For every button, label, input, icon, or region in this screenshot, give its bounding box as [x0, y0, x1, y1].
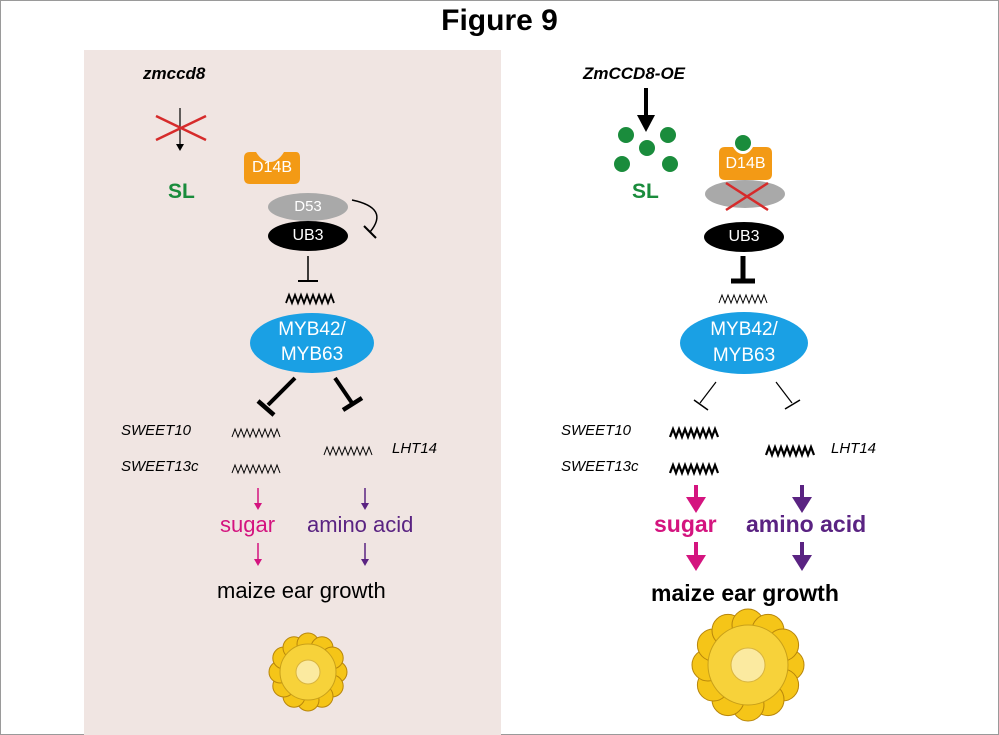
myb42-myb63-node [250, 313, 374, 373]
sweet13c-gene-wave [668, 461, 720, 477]
left-d14b-label: D14B [251, 159, 293, 176]
left-outcome-label: maize ear growth [217, 578, 386, 603]
left-d53-label: D53 [294, 198, 322, 215]
figure-title: Figure 9 [441, 4, 558, 37]
myb-inhibits-sweet [256, 376, 297, 417]
myb-inhibits-lht [775, 381, 801, 410]
myb42-myb63-node [680, 312, 808, 374]
right-ub3-label: UB3 [728, 228, 760, 245]
myb-gene-wave [718, 293, 768, 305]
right-outcome-label: maize ear growth [651, 580, 839, 606]
d14b-receptor [719, 147, 772, 180]
sugar-arrows [686, 485, 706, 571]
ub3-inhibits-myb-gene [731, 256, 755, 284]
lht14-gene-wave [323, 445, 373, 457]
right-sugar-label: sugar [654, 511, 717, 537]
right-sweet13c-label: SWEET13c [561, 458, 639, 475]
d53-degradation-cross [725, 181, 769, 212]
left-sugar-label: sugar [220, 512, 276, 537]
sugar-arrows [254, 488, 262, 566]
right-d14b-label: D14B [725, 155, 766, 172]
myb-inhibits-lht [333, 376, 364, 412]
left-amino-acid-label: amino acid [307, 512, 414, 537]
maize-ear-core [295, 659, 321, 685]
sweet10-gene-wave [231, 427, 281, 439]
sl-synthesis-arrow [637, 88, 655, 132]
right-myb-label-line1: MYB42/ [710, 319, 778, 340]
sweet10-gene-wave [668, 425, 720, 441]
blocked-synthesis-cross [155, 108, 207, 151]
right-amino-acid-label: amino acid [746, 511, 867, 537]
left-sweet10-label: SWEET10 [121, 422, 192, 439]
ub3-inhibits-myb-gene [298, 256, 318, 282]
right-genotype-label: ZmCCD8-OE [583, 64, 686, 83]
ub3-node [704, 222, 784, 252]
right-sl-label: SL [632, 180, 659, 203]
left-lht14-label: LHT14 [392, 440, 438, 457]
ub3-node [268, 221, 348, 251]
amino-arrows [792, 485, 812, 571]
sweet13c-gene-wave [231, 463, 281, 475]
d53-feedback-inhibition [351, 199, 378, 233]
myb-inhibits-sweet [693, 381, 717, 411]
sl-molecules [614, 127, 678, 172]
left-myb-label-line1: MYB42/ [278, 319, 346, 340]
sl-bound-to-d14b [735, 135, 751, 151]
maize-ear-core [730, 647, 766, 683]
myb-gene-wave [285, 292, 335, 306]
d53-node [268, 193, 348, 221]
right-myb-label-line2: MYB63 [712, 345, 776, 366]
left-sl-label: SL [168, 180, 195, 203]
right-lht14-label: LHT14 [831, 440, 877, 457]
maize-ear-small [268, 632, 348, 712]
lht14-gene-wave [764, 443, 816, 459]
left-myb-label-line2: MYB63 [280, 344, 344, 365]
d14b-receptor [244, 152, 300, 184]
left-sweet13c-label: SWEET13c [121, 458, 199, 475]
amino-arrows [361, 488, 369, 566]
right-sweet10-label: SWEET10 [561, 422, 632, 439]
maize-ear-large [691, 608, 805, 722]
left-genotype-label: zmccd8 [143, 64, 206, 83]
left-ub3-label: UB3 [292, 227, 324, 244]
